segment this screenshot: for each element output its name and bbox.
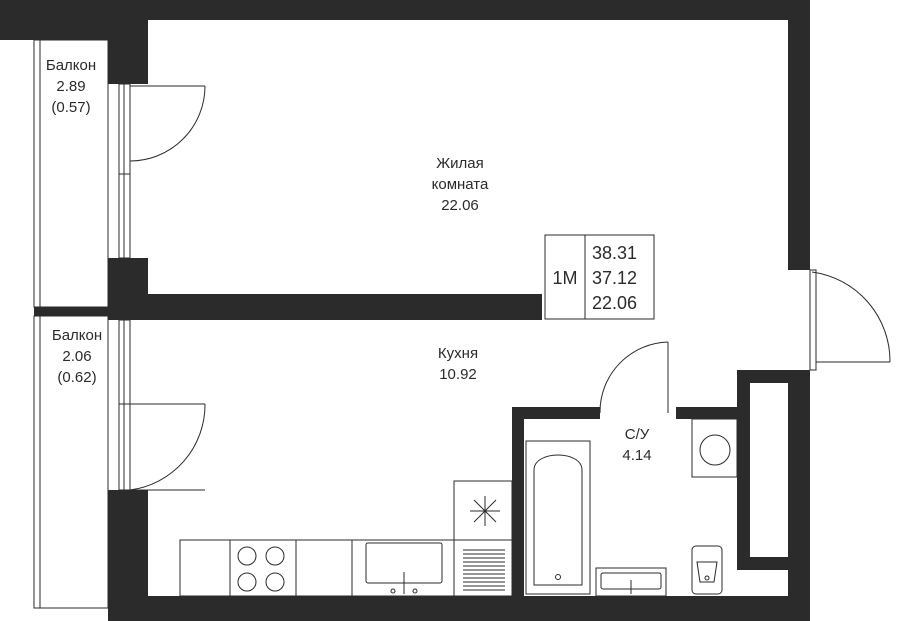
room-area-coef: (0.57) [51,99,90,116]
room-area: 22.06 [441,197,479,214]
door-swing-icon [599,341,669,414]
room-area: 2.06 [62,348,91,365]
area-no-balcony: 37.12 [592,268,637,288]
room-name: С/У [625,426,650,443]
door-swing-icon [129,403,206,491]
room-name: Жилая [436,155,483,172]
window-icon [118,319,131,491]
room-name: Балкон [46,57,96,74]
ventilation-shaft-icon [453,480,513,541]
door-swing-icon [809,269,891,371]
room-area: 10.92 [439,366,477,383]
apartment-type: 1М [552,268,577,288]
sink-icon [365,542,443,594]
room-label-kitchen: Кухня 10.92 [438,345,478,383]
room-label-balcony-bottom: Балкон 2.06 (0.62) [52,327,102,386]
room-area: 2.89 [56,78,85,95]
room-label-living: Жилая комната 22.06 [432,155,489,214]
room-name: Балкон [52,327,102,344]
window-icon [118,83,131,259]
area-summary-box: 1М 38.31 37.12 22.06 [544,234,655,320]
room-label-bathroom: С/У 4.14 [622,426,651,464]
stove-icon [237,546,285,592]
room-area-coef: (0.62) [57,369,96,386]
living-area: 22.06 [592,293,637,313]
room-name: Кухня [438,345,478,362]
door-swing-icon [129,85,206,162]
total-area: 38.31 [592,243,637,263]
bathtub-icon [525,440,591,595]
room-name: комната [432,176,489,193]
room-label-balcony-top: Балкон 2.89 (0.57) [46,57,96,116]
kitchen-counter [179,539,513,597]
sink-icon [595,567,667,597]
room-area: 4.14 [622,447,651,464]
balcony-divider [34,307,148,316]
radiator-icon [463,549,505,591]
outer-walls [0,0,810,621]
interior-walls [148,294,750,596]
toilet-icon [691,545,723,595]
washing-machine-icon [691,418,738,478]
